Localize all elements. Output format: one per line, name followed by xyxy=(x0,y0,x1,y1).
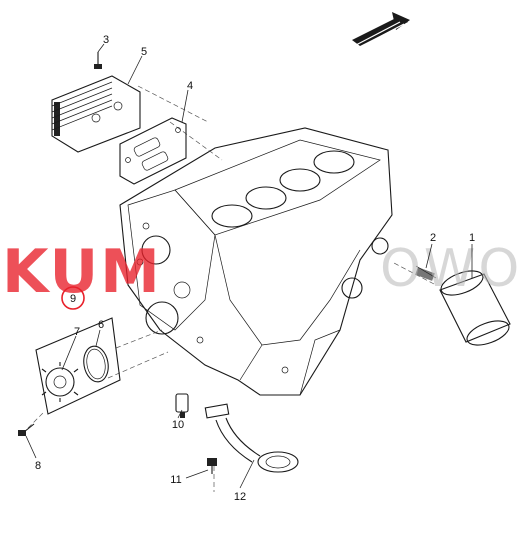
watermark-red-text: KUM xyxy=(2,237,162,307)
bolt-part-11 xyxy=(207,458,217,474)
callout-4: 4 xyxy=(187,80,193,92)
callout-labels: 1 2 3 4 5 6 7 8 9 10 11 12 xyxy=(35,34,475,503)
callout-1: 1 xyxy=(469,232,475,244)
cooler-gasket xyxy=(119,117,187,185)
sensor xyxy=(175,393,189,418)
callout-9-highlight xyxy=(61,286,85,310)
oil-cooler xyxy=(51,75,141,153)
oil-filter xyxy=(439,270,511,346)
oil-pump xyxy=(35,317,121,415)
callout-3: 3 xyxy=(103,34,109,46)
bolt-part-3 xyxy=(94,52,102,69)
callout-6: 6 xyxy=(98,319,104,331)
bolt-part-8 xyxy=(18,423,35,436)
callout-7: 7 xyxy=(74,326,80,338)
o-ring xyxy=(83,345,109,383)
callout-8: 8 xyxy=(35,460,41,472)
watermark-grey-text: OWO xyxy=(380,239,522,299)
callout-2: 2 xyxy=(430,232,436,244)
callout-5: 5 xyxy=(141,46,147,58)
stud-part-2 xyxy=(415,265,437,281)
callout-10: 10 xyxy=(172,419,184,431)
assembly-guide-lines xyxy=(27,85,435,492)
callout-leaders xyxy=(25,43,473,489)
direction-arrow-icon xyxy=(352,12,410,47)
engine-block xyxy=(119,127,393,396)
oil-suction-pipe xyxy=(204,403,299,473)
watermark: KUM OWO xyxy=(2,237,522,307)
callout-11: 11 xyxy=(170,474,181,486)
callout-9: 9 xyxy=(70,293,76,305)
callout-12: 12 xyxy=(234,491,246,503)
